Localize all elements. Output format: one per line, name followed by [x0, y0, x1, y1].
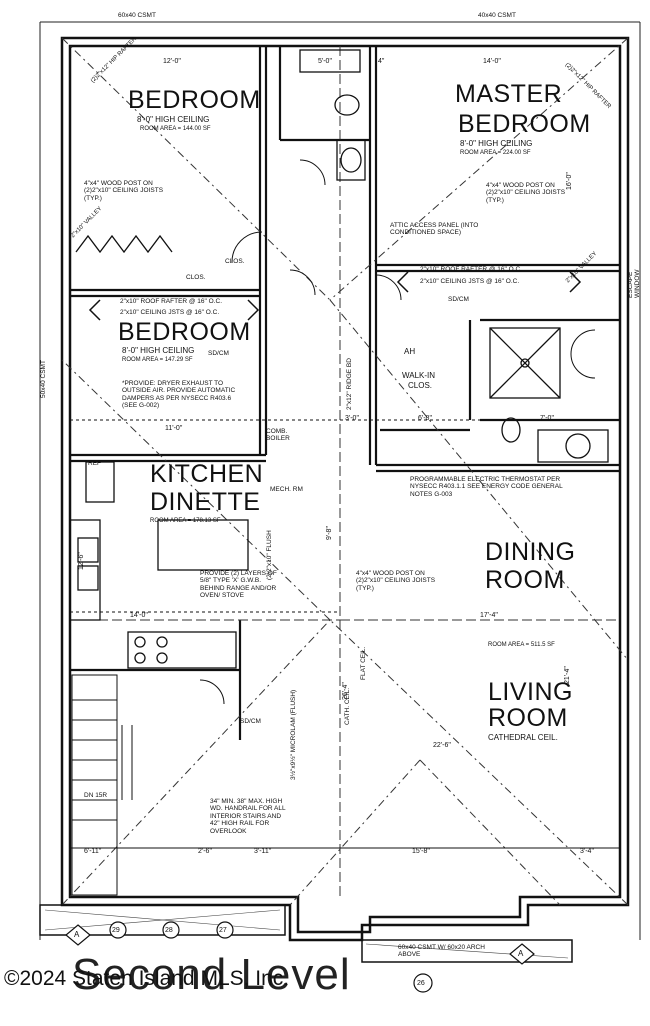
marker-a2: A: [518, 949, 524, 958]
arch-note: 60x40 CSMT W/ 60x20 ARCH ABOVE: [398, 944, 485, 959]
bedroom2-joists-note: 2"x10" CEILING JSTS @ 16" O.C.: [120, 309, 220, 316]
dim-14: 12'-6": [78, 552, 85, 570]
dim-12: 26'-4": [342, 682, 349, 700]
dim-11: 9'-8": [326, 526, 333, 540]
sdcm-label-2: SD/CM: [208, 350, 229, 357]
living-ceiling: CATHEDRAL CEIL.: [488, 733, 558, 742]
gwb-note: PROVIDE (2) LAYERS OF 5/8" TYPE 'X' G.W.…: [200, 570, 277, 600]
ridge-note: 2"x12" RIDGE BD: [346, 358, 353, 410]
bedroom2-area: ROOM AREA = 147.29 SF: [122, 357, 193, 363]
dining-name-line1: DINING: [485, 538, 576, 566]
ah-label: AH: [404, 347, 416, 356]
living-name-line1: LIVING: [488, 678, 573, 706]
bedroom1-ceiling: 8'-0" HIGH CEILING: [137, 115, 210, 124]
csmt-side-label: 50x40 CSMT: [40, 360, 47, 398]
kitchen-area: ROOM AREA = 178.13 SF: [150, 518, 221, 524]
post-note-2: 4"x4" WOOD POST ON (2)2"x10" CEILING JOI…: [486, 182, 566, 204]
living-area: ROOM AREA = 511.5 SF: [488, 642, 555, 648]
bedroom2-rafter-note: 2"x10" ROOF RAFTER @ 16" O.C.: [120, 298, 223, 305]
attic-note: ATTIC ACCESS PANEL (INTO CONDITIONED SPA…: [390, 222, 479, 237]
bedroom1-name: BEDROOM: [128, 86, 261, 114]
stair-down-label: DN 15R: [84, 792, 108, 799]
ceiling-joists-note: 2"x10" CEILING JSTS @ 16" O.C.: [420, 278, 520, 285]
bedroom1-dims: 12'-0": [163, 58, 181, 65]
master-area: ROOM AREA = 224.00 SF: [460, 150, 531, 156]
dim-6: 2'-6": [198, 848, 212, 855]
dim-4: 4": [378, 58, 385, 65]
bedroom2-dims: 11'-0": [165, 425, 183, 432]
dryer-note: *PROVIDE: DRYER EXHAUST TO OUTSIDE AIR. …: [122, 380, 236, 410]
post-note-1: 4"x4" WOOD POST ON (2)2"x10" CEILING JOI…: [84, 180, 164, 202]
flat-ceil-note: FLAT CEIL.: [360, 646, 367, 680]
dim-13: 21'-4": [564, 666, 571, 684]
marker-29: 29: [112, 927, 120, 934]
ref-label: REF: [88, 460, 101, 467]
marker-27: 27: [219, 927, 227, 934]
microlam-note: 3½"x9½" MICROLAM (FLUSH): [290, 689, 297, 780]
bedroom2-name: BEDROOM: [118, 318, 251, 346]
csmt-top-label-2: 40x40 CSMT: [478, 12, 516, 19]
bedroom2-ceiling: 8'-0" HIGH CEILING: [122, 346, 195, 355]
dim-15: 16'-0": [566, 172, 573, 190]
flush-note: (2)2"x10" FLUSH: [266, 530, 273, 580]
marker-a1: A: [74, 930, 80, 939]
walkin-name-line1: WALK-IN: [402, 371, 436, 380]
marker-28: 28: [165, 927, 173, 934]
handrail-note: 34" MIN. 38" MAX. HIGH WD. HANDRAIL FOR …: [210, 798, 286, 835]
sdcm-label-3: SD/CM: [240, 718, 261, 725]
dim-8: 15'-8": [412, 848, 430, 855]
living-name-line2: ROOM: [488, 704, 568, 732]
dim-1: 3'-0": [345, 415, 359, 422]
roof-rafter-note: 2"x10" ROOF RAFTER @ 16" O.C.: [420, 266, 523, 273]
master-ceiling: 8'-0" HIGH CEILING: [460, 139, 533, 148]
dim-5: 5'-0": [318, 58, 332, 65]
dim-2: 6'-8": [418, 415, 432, 422]
dim-9: 3'-4": [580, 848, 594, 855]
bedroom1-area: ROOM AREA = 144.00 SF: [140, 126, 211, 132]
kitchen-name-line2: DINETTE: [150, 488, 261, 516]
level-title: Second Level: [72, 950, 351, 999]
sdcm-label-1: SD/CM: [448, 296, 469, 303]
master-name-line1: MASTER: [455, 80, 563, 108]
master-dims: 14'-0": [483, 58, 501, 65]
copyright-text: ©2024 Staten Island MLS, Inc.: [4, 967, 290, 990]
dim-10: 6'-11": [84, 848, 102, 855]
kitchen-dims: 14'-0": [130, 612, 148, 619]
dining-dims: 17'-4": [480, 612, 498, 619]
thermostat-note: PROGRAMMABLE ELECTRIC THERMOSTAT PER NYS…: [410, 476, 563, 498]
master-name-line2: BEDROOM: [458, 110, 591, 138]
boiler-note: COMB. BOILER: [266, 428, 290, 443]
kitchen-name-line1: KITCHEN: [150, 460, 264, 488]
dim-7: 3'-11": [254, 848, 272, 855]
dim-3: 7'-0": [540, 415, 554, 422]
escape-note: ESCAPE WINDOW: [627, 269, 642, 298]
closet-label-2: CLOS.: [186, 274, 206, 281]
post-note-3: 4"x4" WOOD POST ON (2)2"x10" CEILING JOI…: [356, 570, 436, 592]
csmt-top-label-1: 60x40 CSMT: [118, 12, 156, 19]
dining-name-line2: ROOM: [485, 566, 565, 594]
living-dims: 22'-6": [433, 742, 451, 749]
marker-26: 26: [417, 980, 425, 987]
closet-label-1: CLOS.: [225, 258, 245, 265]
mech-note: MECH. RM: [270, 486, 303, 493]
walkin-name-line2: CLOS.: [408, 381, 433, 390]
